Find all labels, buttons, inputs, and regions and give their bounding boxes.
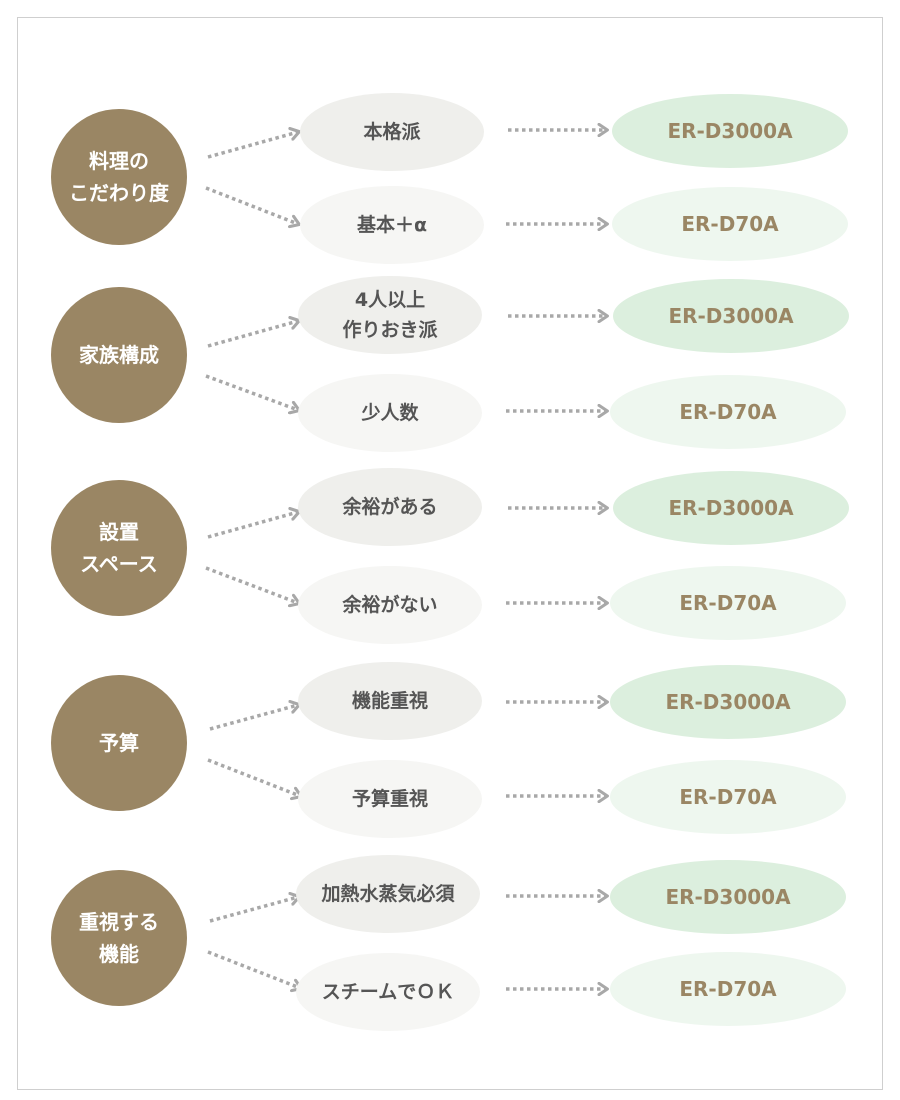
category-circle: 設置 スペース	[51, 480, 187, 616]
option-bubble: 4人以上 作りおき派	[298, 276, 482, 354]
option-bubble: 余裕がない	[298, 566, 482, 644]
option-bubble: 少人数	[298, 374, 482, 452]
option-bubble: 余裕がある	[298, 468, 482, 546]
result-bubble: ER-D70A	[612, 187, 848, 261]
option-bubble: 本格派	[300, 93, 484, 171]
result-bubble: ER-D3000A	[613, 471, 849, 545]
option-bubble: スチームでＯＫ	[296, 953, 480, 1031]
result-bubble: ER-D70A	[610, 952, 846, 1026]
category-circle: 家族構成	[51, 287, 187, 423]
result-bubble: ER-D3000A	[610, 860, 846, 934]
result-bubble: ER-D70A	[610, 760, 846, 834]
option-bubble: 基本＋α	[300, 186, 484, 264]
result-bubble: ER-D70A	[610, 566, 846, 640]
result-bubble: ER-D3000A	[613, 279, 849, 353]
option-bubble: 加熱水蒸気必須	[296, 855, 480, 933]
option-bubble: 予算重視	[298, 760, 482, 838]
result-bubble: ER-D70A	[610, 375, 846, 449]
result-bubble: ER-D3000A	[610, 665, 846, 739]
category-circle: 重視する 機能	[51, 870, 187, 1006]
option-bubble: 機能重視	[298, 662, 482, 740]
category-circle: 料理の こだわり度	[51, 109, 187, 245]
result-bubble: ER-D3000A	[612, 94, 848, 168]
category-circle: 予算	[51, 675, 187, 811]
